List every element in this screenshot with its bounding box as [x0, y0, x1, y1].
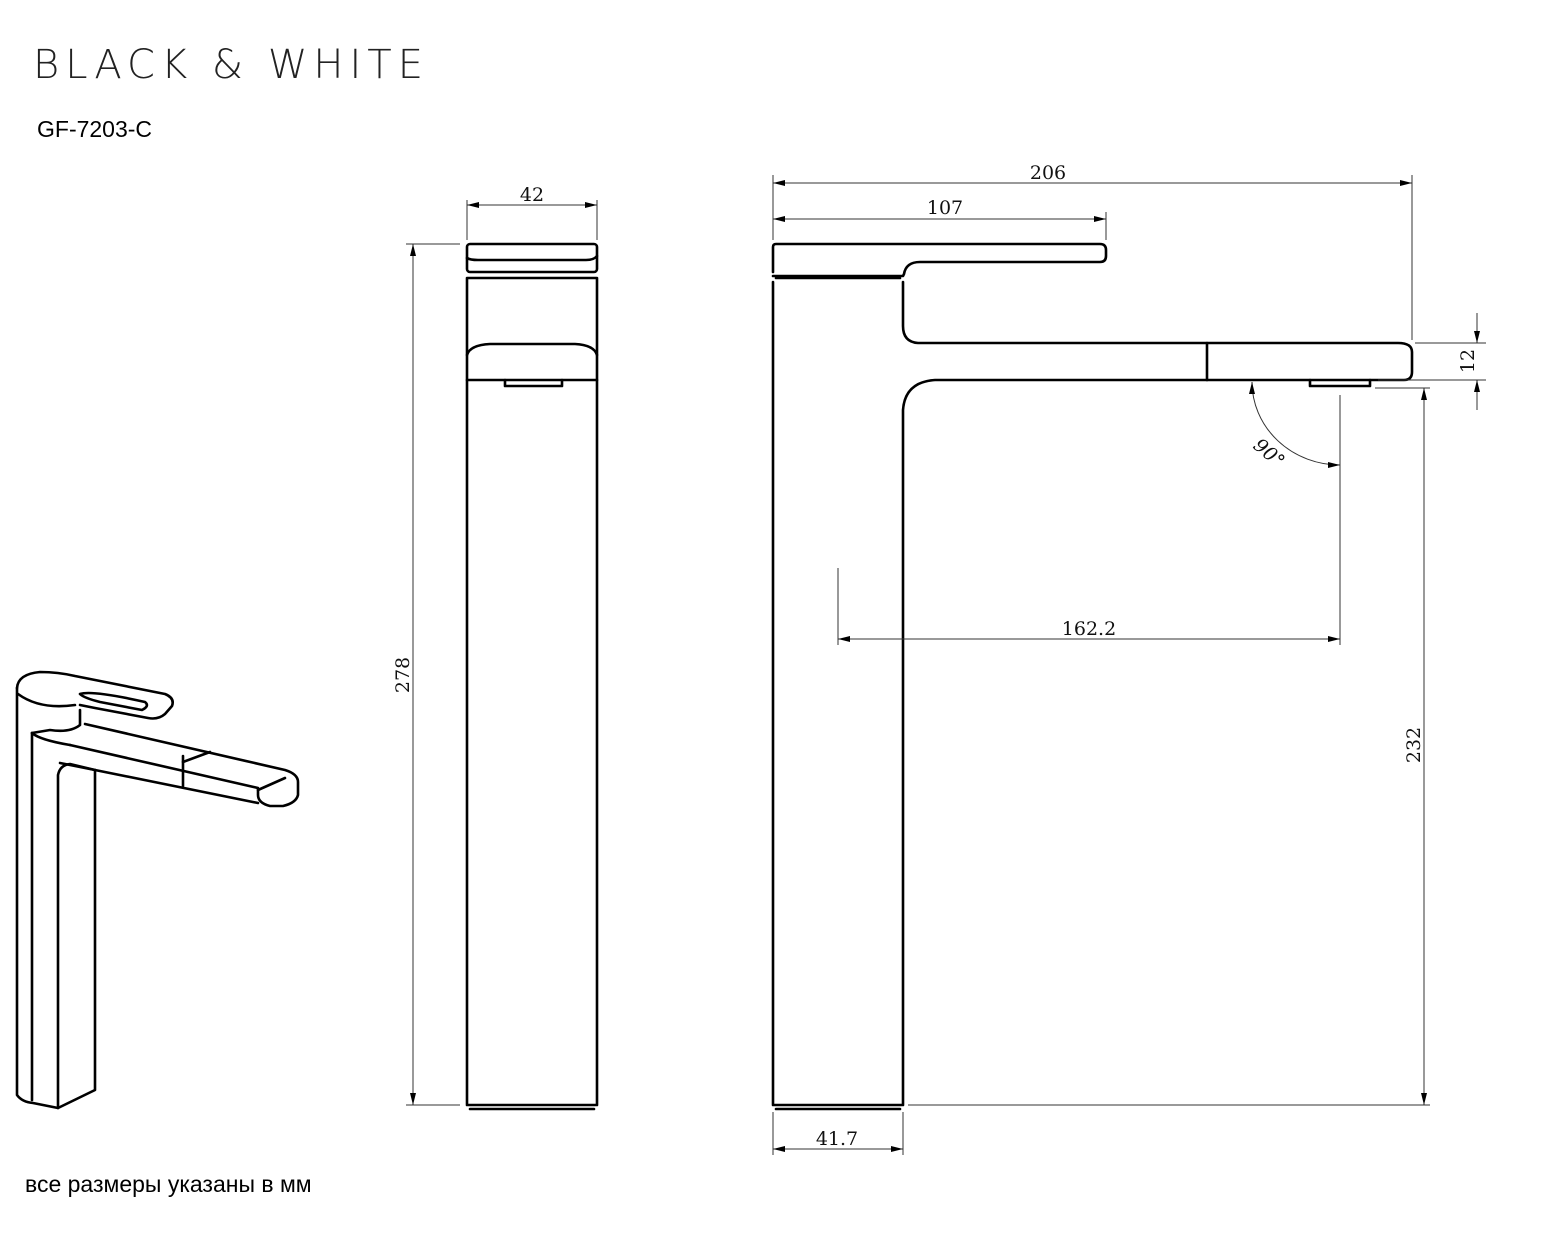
- front-width-label: 42: [520, 184, 544, 206]
- front-dimensions: 42 278: [392, 184, 598, 1106]
- outlet-height-label: 232: [1403, 727, 1425, 763]
- spout-thickness-label: 12: [1457, 349, 1479, 373]
- spout-angle-label: 90°: [1249, 434, 1289, 473]
- brand-logo: BLACK & WHITE: [33, 42, 429, 88]
- body-width-label: 41.7: [816, 1128, 858, 1150]
- isometric-view: [15, 670, 300, 1110]
- spout-reach-label: 162.2: [1062, 618, 1116, 640]
- front-view: [465, 242, 599, 1111]
- front-height-label: 278: [392, 657, 414, 693]
- units-note: все размеры указаны в мм: [25, 1171, 312, 1197]
- handle-length-label: 107: [927, 197, 963, 219]
- total-length-label: 206: [1030, 162, 1066, 184]
- side-view: [771, 242, 1414, 1111]
- angle-arc: [1249, 381, 1341, 468]
- side-dimensions: 206 107 12 232 162.2 90° 41.7: [772, 162, 1486, 1155]
- model-number: GF-7203-C: [37, 116, 152, 142]
